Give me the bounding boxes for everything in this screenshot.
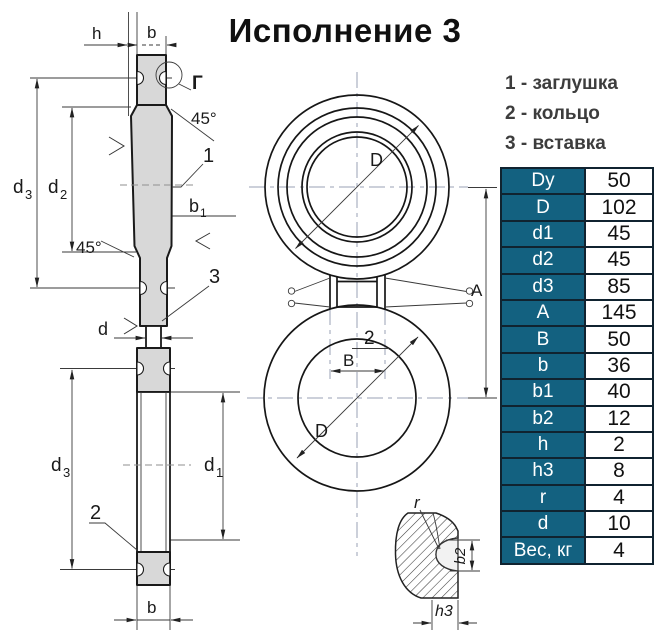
param-cell: D (500, 193, 586, 222)
dim-label-d1: d (204, 455, 215, 476)
dim-label-r: r (414, 493, 421, 512)
dim-label-d3-bottom-sub: 3 (63, 465, 70, 480)
detail-ref-label: Г (192, 73, 203, 94)
parts-legend: 1 - заглушка 2 - кольцо 3 - вставка (505, 69, 618, 159)
dim-label-d3-bottom: d (51, 455, 62, 476)
param-cell: b (500, 351, 586, 381)
value-cell: 50 (584, 325, 654, 354)
ring-bore (136, 391, 171, 553)
dim-label-b-top: b (147, 23, 156, 42)
detail-groove (435, 537, 459, 572)
dim-label-B: B (343, 351, 354, 370)
param-cell: b2 (500, 404, 586, 433)
dim-label-d2-sub: 2 (60, 187, 67, 202)
dim-label-h: h (92, 24, 101, 43)
dim-label-D-bottom: D (315, 421, 328, 441)
part1-callout: 1 (203, 145, 214, 167)
param-cell: d (500, 510, 586, 539)
value-cell: 10 (584, 510, 654, 539)
part3-callout: 3 (209, 266, 220, 288)
chain-symbols (287, 277, 474, 308)
dim-label-b1-sub: 1 (200, 206, 207, 220)
dim-label-d2: d (48, 177, 59, 198)
weld-mark (194, 232, 211, 250)
dim-label-h3: h3 (435, 603, 453, 620)
dim-label-d3: d (13, 177, 24, 198)
value-cell: 50 (584, 166, 654, 196)
page-title: Исполнение 3 (228, 12, 462, 49)
value-cell: 145 (584, 298, 654, 328)
plug-body-section (130, 104, 173, 327)
param-cell: h3 (500, 457, 586, 486)
front-views: D D A B 2 (247, 72, 497, 556)
value-cell: 4 (584, 483, 654, 513)
value-cell: 36 (584, 351, 654, 381)
weld-mark (108, 136, 125, 156)
value-cell: 45 (584, 219, 654, 249)
detail-callout-circle (155, 61, 183, 89)
value-cell: 8 (584, 457, 654, 486)
param-cell: A (500, 298, 586, 328)
detail-view: r b2 h3 (394, 493, 480, 630)
angle-label-top: 45° (191, 109, 217, 128)
param-cell: d2 (500, 246, 586, 275)
param-cell: d1 (500, 219, 586, 249)
dim-label-d1-sub: 1 (216, 465, 223, 480)
dim-label-d: d (98, 319, 108, 339)
param-cell: h (500, 430, 586, 460)
dim-label-D-top: D (370, 150, 383, 170)
weld-mark (123, 317, 138, 335)
angle-label-bottom: 45° (76, 238, 102, 257)
value-cell: 12 (584, 404, 654, 433)
param-cell: Dy (500, 166, 586, 196)
part2-callout-front: 2 (364, 328, 375, 349)
dim-label-b-bottom: b (147, 598, 156, 617)
ring-outer-circle (263, 304, 451, 492)
legend-item-insert: 3 - вставка (505, 133, 606, 154)
value-cell: 102 (584, 193, 654, 222)
insert-section (145, 325, 162, 349)
param-cell: r (500, 483, 586, 513)
param-cell: Вес, кг (500, 536, 586, 565)
value-cell: 2 (584, 430, 654, 460)
param-cell: B (500, 325, 586, 354)
dim-label-b1: b (189, 196, 199, 216)
value-cell: 85 (584, 272, 654, 301)
part2-callout: 2 (90, 502, 101, 524)
legend-item-ring: 2 - кольцо (505, 103, 600, 124)
param-cell: d3 (500, 272, 586, 301)
web-bridge (329, 275, 386, 309)
dim-label-A: A (471, 281, 483, 300)
value-cell: 40 (584, 378, 654, 407)
dim-label-b2: b2 (452, 547, 469, 564)
value-cell: 4 (584, 536, 654, 565)
blind-outer-circle (264, 94, 450, 280)
value-cell: 45 (584, 246, 654, 275)
side-view: h b Г 45° 45° 1 3 2 b 1 d d 3 d 2 d 3 d … (13, 12, 240, 630)
param-cell: b1 (500, 378, 586, 407)
dim-label-d3-sub: 3 (25, 187, 32, 202)
legend-item-plug: 1 - заглушка (505, 73, 618, 94)
